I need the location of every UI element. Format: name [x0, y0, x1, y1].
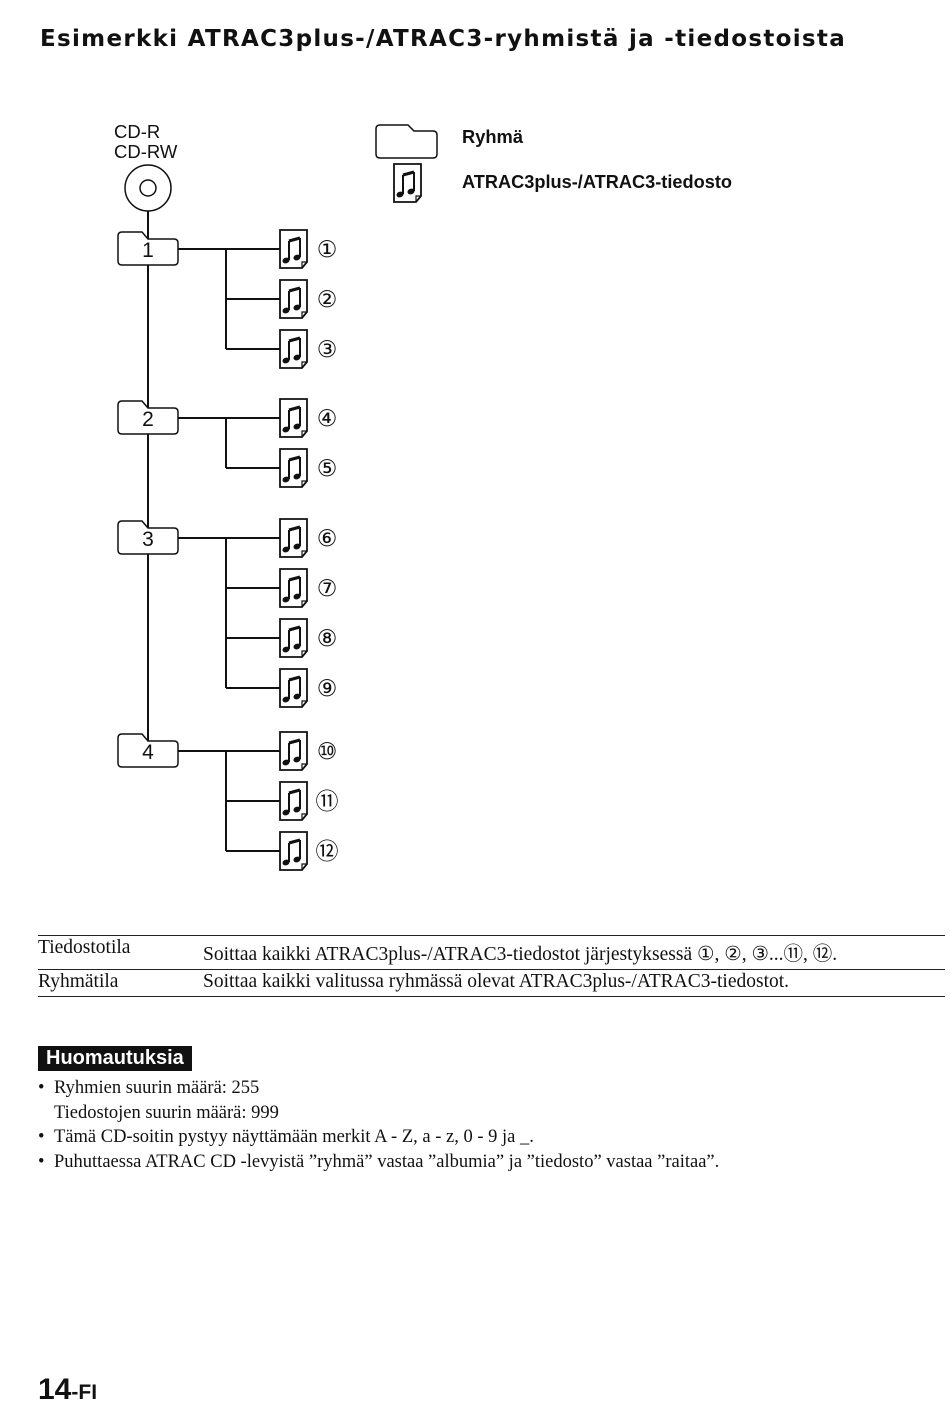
legend-group-label: Ryhmä: [462, 127, 524, 147]
list-item: • Tämä CD-soitin pystyy näyttämään merki…: [38, 1125, 719, 1150]
group-folder-2: 2: [117, 400, 179, 435]
bullet: •: [38, 1127, 45, 1147]
play-mode-name: Ryhmätila: [38, 971, 119, 992]
file-number: ③: [317, 337, 338, 363]
table-row: Tiedostotila Soittaa kaikki ATRAC3plus-/…: [38, 935, 945, 970]
cd-disc-icon: [124, 164, 172, 212]
group-number: 1: [142, 239, 154, 262]
bullet: •: [38, 1078, 45, 1098]
note-line: Puhuttaessa ATRAC CD -levyistä ”ryhmä” v…: [54, 1151, 720, 1172]
music-file-icon: [278, 730, 309, 772]
play-mode-description: Soittaa kaikki valitussa ryhmässä olevat…: [203, 971, 790, 992]
file-number: ⑥: [317, 526, 338, 552]
music-file-icon: [278, 830, 309, 872]
file-item-6: ⑥: [278, 517, 338, 559]
page-number-suffix: -FI: [71, 1381, 98, 1404]
play-mode-name: Tiedostotila: [38, 937, 131, 958]
file-item-2: ②: [278, 278, 338, 320]
file-number: ⑧: [317, 626, 338, 652]
page-title: Esimerkki ATRAC3plus-/ATRAC3-ryhmistä ja…: [40, 26, 847, 52]
disc-label-cd-r: CD-R: [114, 121, 160, 142]
table-row: Ryhmätila Soittaa kaikki valitussa ryhmä…: [38, 970, 945, 997]
music-file-icon: [278, 780, 309, 822]
music-file-icon: [278, 667, 309, 709]
play-mode-table: Tiedostotila Soittaa kaikki ATRAC3plus-/…: [38, 935, 945, 997]
music-file-icon: [392, 162, 423, 204]
legend-file-label: ATRAC3plus-/ATRAC3-tiedosto: [462, 172, 732, 192]
file-item-3: ③: [278, 328, 338, 370]
note-line: Ryhmien suurin määrä: 255: [54, 1078, 260, 1098]
file-item-7: ⑦: [278, 567, 338, 609]
list-item: • Ryhmien suurin määrä: 255 Tiedostojen …: [38, 1076, 719, 1125]
file-number: ⑤: [317, 456, 338, 482]
group-folder-4: 4: [117, 733, 179, 768]
notes-list: • Ryhmien suurin määrä: 255 Tiedostojen …: [38, 1076, 719, 1174]
page-number: 14-FI: [38, 1373, 97, 1407]
file-item-11: ⑪: [278, 780, 339, 822]
file-number: ④: [317, 406, 338, 432]
legend: Ryhmä ATRAC3plus-/ATRAC3-tiedosto: [375, 124, 732, 204]
file-number: ⑪: [316, 789, 339, 815]
tree-nodes: 1 ① ② ③ 2 ④ ⑤ 3 ⑥ ⑦ ⑧ ⑨ 4 ⑩ ⑪ ⑫: [117, 228, 339, 872]
note-line: Tiedostojen suurin määrä: 999: [54, 1102, 279, 1123]
file-number: ⑦: [317, 576, 338, 602]
file-item-1: ①: [278, 228, 338, 270]
file-number: ⑨: [317, 676, 338, 702]
music-file-icon: [278, 617, 309, 659]
music-file-icon: [278, 278, 309, 320]
file-item-8: ⑧: [278, 617, 338, 659]
file-number: ②: [317, 287, 338, 313]
music-file-icon: [278, 567, 309, 609]
file-item-4: ④: [278, 397, 338, 439]
file-number: ⑫: [316, 839, 339, 865]
group-file-tree-diagram: CD-R CD-RW Ryhmä ATRAC3plus-/ATRAC3-tied…: [114, 121, 732, 872]
note-line: Tämä CD-soitin pystyy näyttämään merkit …: [54, 1127, 534, 1147]
file-item-10: ⑩: [278, 730, 338, 772]
music-file-icon: [278, 517, 309, 559]
bullet: •: [38, 1151, 45, 1172]
notes-heading: Huomautuksia: [38, 1046, 192, 1071]
group-folder-3: 3: [117, 520, 179, 555]
group-number: 2: [142, 408, 154, 431]
music-file-icon: [278, 328, 309, 370]
folder-icon: [375, 124, 438, 159]
music-file-icon: [278, 397, 309, 439]
file-number: ⑩: [317, 739, 338, 765]
page-number-value: 14: [38, 1373, 72, 1406]
disc-label-cd-rw: CD-RW: [114, 141, 178, 162]
play-mode-description: Soittaa kaikki ATRAC3plus-/ATRAC3-tiedos…: [203, 944, 838, 965]
music-file-icon: [278, 228, 309, 270]
music-file-icon: [278, 447, 309, 489]
file-item-9: ⑨: [278, 667, 338, 709]
group-number: 4: [142, 741, 154, 764]
file-number: ①: [317, 237, 338, 263]
file-item-5: ⑤: [278, 447, 338, 489]
file-item-12: ⑫: [278, 830, 339, 872]
list-item: • Puhuttaessa ATRAC CD -levyistä ”ryhmä”…: [38, 1150, 719, 1175]
group-folder-1: 1: [117, 231, 179, 266]
group-number: 3: [142, 528, 154, 551]
